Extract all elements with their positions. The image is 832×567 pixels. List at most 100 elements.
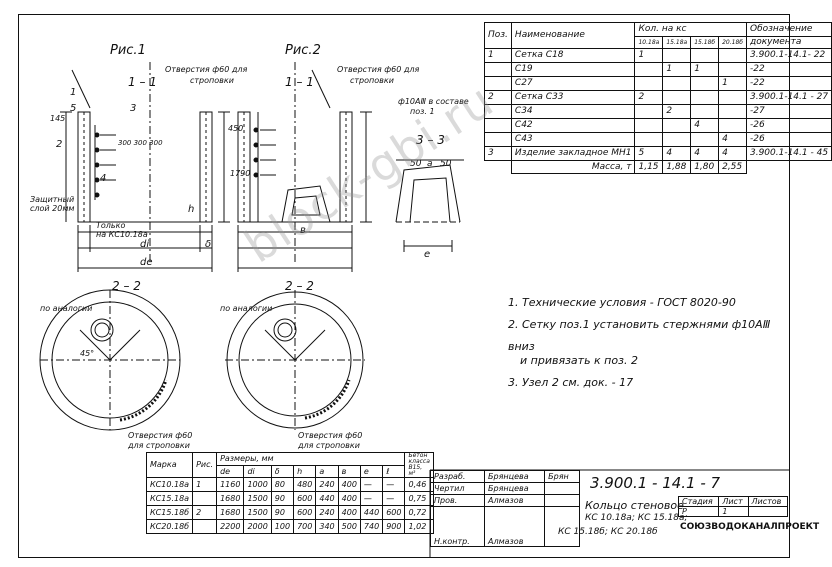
only-kc: Только	[96, 221, 126, 230]
dims-cell-v4: 240	[315, 477, 339, 492]
dims-cell-fig: 2	[192, 505, 218, 520]
rod-note-b: поз. 1	[410, 107, 435, 116]
dims-cell-mark: КС20.18б	[145, 519, 194, 534]
dims-cell-v6: —	[359, 477, 384, 492]
dims-cell-v5: 400	[337, 477, 361, 492]
people-name: Алмазов	[484, 494, 546, 507]
spec-cell-doc: 3.900.1-14.1- 22	[745, 48, 832, 63]
spec-cell-name: С34	[510, 104, 636, 119]
dims-col-l: ℓ	[382, 465, 406, 478]
dims-cell-v7: 900	[382, 519, 406, 534]
people-name: Брянцева	[484, 470, 546, 483]
title-2: КС 10.18а; КС 15.18а;	[585, 513, 688, 523]
dims-cell-v6: 740	[359, 519, 384, 534]
dims-cell-v6: —	[359, 491, 384, 506]
dim-300-left: 300 300 300	[118, 139, 163, 147]
spec-cell-q2	[690, 104, 720, 119]
hole-note-1a: Отверстия ф60 для	[165, 65, 248, 74]
title-3: КС 15.18б; КС 20.18б	[558, 527, 658, 537]
spec-cell-q1	[662, 48, 692, 63]
note-2b: и привязать к поз. 2	[520, 354, 638, 367]
spec-cell-name: С19	[510, 62, 636, 77]
section-2-2-left	[39, 289, 181, 431]
hole-bottom-left-b: для строповки	[128, 441, 190, 450]
spec-cell-q0: 5	[634, 146, 664, 161]
dims-cell-v5: 500	[337, 519, 361, 534]
dims-col-b: в	[337, 465, 361, 478]
spec-cell-q1: 1	[662, 62, 692, 77]
dims-h-sizes: Размеры, мм	[216, 452, 406, 466]
hole-note-2a: Отверстия ф60 для	[337, 65, 420, 74]
spec-mass-0: 1,15	[634, 160, 664, 174]
dim-450: 450	[228, 124, 244, 133]
spec-cell-q2	[690, 90, 720, 105]
spec-col-0: 10.18а	[634, 36, 664, 49]
spec-cell-q1: 2	[662, 104, 692, 119]
sheet-value: 1	[718, 506, 749, 517]
dims-col-h: h	[293, 465, 317, 478]
fig2-section-label: 1 – 1	[285, 75, 314, 89]
dim-e: e	[424, 249, 431, 260]
by-analogy-left: по аналогии	[40, 304, 93, 313]
spec-cell-q2: 4	[690, 118, 720, 133]
spec-cell-q0: 1	[634, 48, 664, 63]
dim-50b: 50	[440, 159, 452, 169]
spec-cell-q0	[634, 76, 664, 91]
dims-cell-v4: 440	[315, 491, 339, 506]
sheets-header: Листов	[747, 496, 789, 507]
rod-note-a: ф10АⅢ в составе	[398, 97, 469, 106]
section-2-2-right	[225, 290, 365, 430]
note-1: 1. Технические условия - ГОСТ 8020-90	[508, 296, 736, 309]
people-role: Пров.	[429, 494, 486, 507]
note-2: 2. Сетку поз.1 установить стержнями ф10А…	[508, 318, 771, 353]
dims-table: Марка Рис. Размеры, мм Бетон класса В15,…	[145, 452, 434, 534]
dims-col-de: de	[216, 465, 245, 478]
spec-cell-pos: 3	[484, 146, 512, 161]
spec-cell-pos	[484, 62, 512, 77]
section-22-right-label: 2 – 2	[285, 279, 314, 293]
people-role: Чертил	[429, 482, 486, 495]
spec-cell-q3: 4	[718, 132, 747, 147]
dims-cell-v3: 480	[293, 477, 317, 492]
spec-cell-name: Сетка С33	[510, 90, 636, 105]
dims-cell-v2: 80	[270, 477, 295, 492]
spec-cell-q3	[718, 90, 747, 105]
people-row: Н.контр.Алмазов	[429, 506, 580, 547]
spec-cell-q3	[718, 118, 747, 133]
dims-cell-v4: 240	[315, 505, 339, 520]
dims-cell-v0: 1160	[216, 477, 245, 492]
signature-cell	[544, 494, 580, 507]
dim-145: 145	[50, 114, 66, 123]
spec-cell-doc: -22	[745, 76, 832, 91]
spec-cell-name: Сетка С18	[510, 48, 636, 63]
spec-cell-name: С43	[510, 132, 636, 147]
dims-cell-v2: 90	[270, 491, 295, 506]
spec-mass-label: Масса, т	[510, 160, 636, 174]
section-22-left-label: 2 – 2	[112, 279, 141, 293]
spec-cell-doc: -22	[745, 62, 832, 77]
dims-cell-fig: 1	[192, 477, 218, 492]
dim-angle: 45°	[80, 349, 95, 358]
spec-mass-1: 1,88	[662, 160, 692, 174]
dim-delta: δ	[205, 239, 212, 250]
fig1-section	[60, 62, 230, 272]
signature-cell	[544, 482, 580, 495]
label-1: 1	[70, 87, 77, 98]
notes: 1. Технические условия - ГОСТ 8020-90 2.…	[508, 292, 800, 394]
spec-col-3: 20.18б	[718, 36, 747, 49]
dim-h: h	[188, 204, 195, 215]
spec-cell-q2	[690, 132, 720, 147]
spec-cell-q1	[662, 118, 692, 133]
dims-h-mark: Марка	[145, 452, 194, 478]
dims-cell-v1: 1500	[243, 505, 272, 520]
spec-cell-q2	[690, 76, 720, 91]
spec-cell-q3	[718, 104, 747, 119]
